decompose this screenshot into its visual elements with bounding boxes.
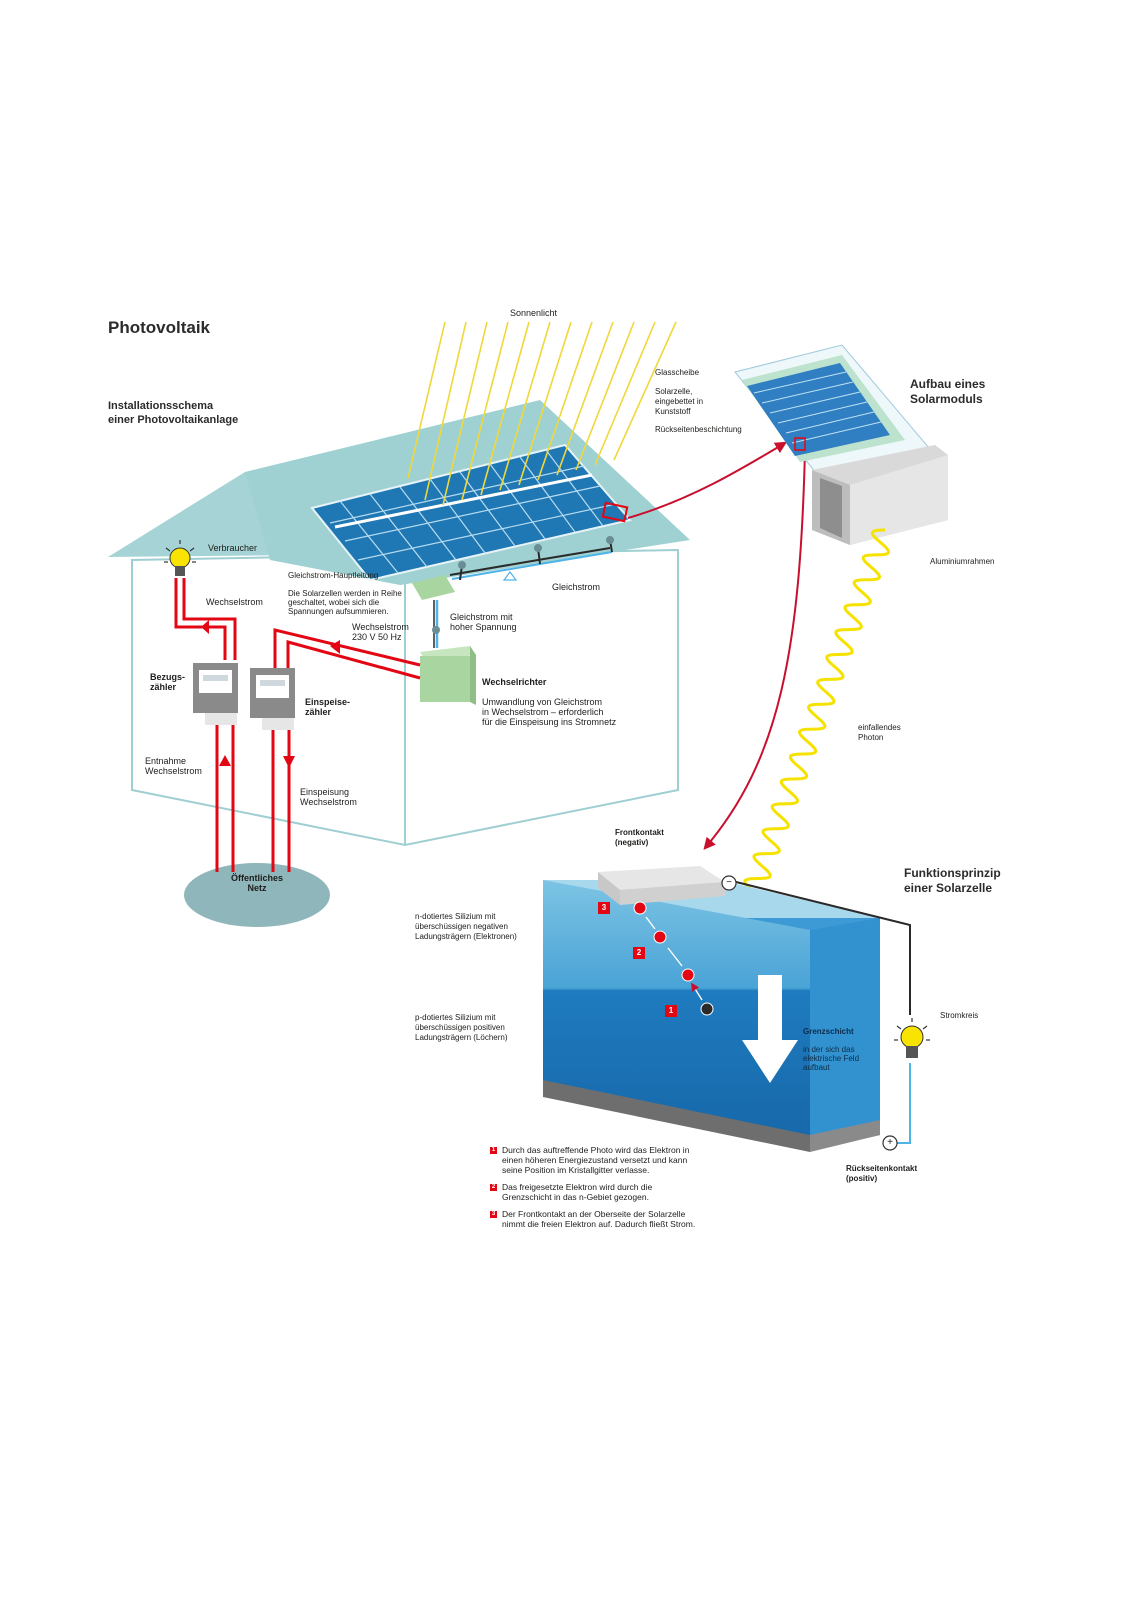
- legend-3-badge: 3: [490, 1211, 497, 1218]
- label-wechselstrom-230: Wechselstrom 230 V 50 Hz: [352, 622, 409, 642]
- label-bezugszaehler: Bezugs- zähler: [150, 672, 186, 692]
- ac-arrows: [201, 620, 340, 768]
- label-glasscheibe: Glasscheibe: [655, 368, 700, 377]
- wechselrichter-text: Umwandlung von Gleichstrom in Wechselstr…: [482, 697, 617, 727]
- meter-bezug: [193, 663, 238, 725]
- legend-2-badge: 2: [490, 1184, 497, 1191]
- label-frontkontakt: Frontkontakt (negativ): [615, 828, 664, 847]
- label-sonnenlicht: Sonnenlicht: [510, 308, 558, 318]
- gleichstrom-hauptleitung-text: Die Solarzellen werden in Reihe geschalt…: [288, 589, 402, 616]
- arrow-to-module: [627, 441, 788, 519]
- legend-1-text: Durch das auftreffende Photo wird das El…: [502, 1145, 690, 1175]
- install-heading: Installationsschema einer Photovoltaikan…: [108, 400, 239, 426]
- circuit-bulb-icon: [894, 1018, 930, 1058]
- label-gleichstrom-hoch: Gleichstrom mit hoher Spannung: [450, 612, 517, 632]
- ac-wiring: [174, 578, 421, 872]
- legend-3-text: Der Frontkontakt an der Oberseite der So…: [502, 1209, 696, 1229]
- plus-terminal-icon: [882, 1135, 898, 1151]
- label-p-silizium: p-dotiertes Silizium mit überschüssigen …: [415, 1013, 508, 1042]
- sunlight-rays: [407, 321, 677, 506]
- legend-2-text: Das freigesetzte Elektron wird durch die…: [502, 1182, 653, 1202]
- label-einspeisezaehler: Einspeise- zähler: [305, 697, 351, 717]
- cell-circuit: [721, 875, 911, 1151]
- label-rueckseitenkontakt: Rückseitenkontakt (positiv): [846, 1164, 918, 1183]
- module-highlight-box: [794, 437, 806, 451]
- minus-terminal-icon: [721, 875, 737, 891]
- label-verbraucher: Verbraucher: [208, 543, 258, 553]
- label-solarzelle: Solarzelle, eingebettet in Kunststoff: [655, 387, 704, 416]
- panel-highlight-box: [601, 501, 629, 523]
- label-netz: Öffentliches Netz: [230, 873, 283, 893]
- label-gleichstrom-hauptleitung: Gleichstrom-Hauptleitung Die Solarzellen…: [288, 562, 402, 625]
- step-3-badge: 3: [598, 902, 610, 914]
- arrow-to-cell: [703, 449, 806, 850]
- gleichstrom-hauptleitung-title: Gleichstrom-Hauptleitung: [288, 571, 379, 580]
- module-heading: Aufbau eines Solarmoduls: [910, 377, 986, 406]
- plus-sign: +: [887, 1137, 893, 1148]
- page-title: Photovoltaik: [108, 318, 211, 337]
- label-aluminiumrahmen: Aluminiumrahmen: [930, 557, 995, 566]
- label-einspeisung: Einspeisung Wechselstrom: [300, 787, 357, 807]
- inverter: [420, 646, 476, 705]
- label-wechselrichter: Wechselrichter Umwandlung von Gleichstro…: [482, 667, 616, 737]
- step-1-badge: 1: [665, 1005, 677, 1017]
- grenzschicht-title: Grenzschicht: [803, 1027, 854, 1036]
- meter-einspeise: [250, 668, 295, 730]
- wechselrichter-title: Wechselrichter: [482, 677, 547, 687]
- public-grid-ellipse: [184, 863, 330, 927]
- grenzschicht-text: in der sich das elektrische Feld aufbaut: [803, 1045, 860, 1072]
- label-entnahme: Entnahme Wechselstrom: [145, 756, 202, 776]
- label-grenzschicht: Grenzschicht in der sich das elektrische…: [803, 1018, 859, 1081]
- label-stromkreis: Stromkreis: [940, 1011, 979, 1020]
- cell-heading: Funktionsprinzip einer Solarzelle: [904, 866, 1001, 895]
- electron-path: [633, 901, 714, 1016]
- minus-sign: −: [726, 877, 732, 888]
- legend-1-badge: 1: [490, 1147, 497, 1154]
- label-wechselstrom: Wechselstrom: [206, 597, 263, 607]
- step-2-badge: 2: [633, 947, 645, 959]
- label-gleichstrom: Gleichstrom: [552, 582, 601, 592]
- label-n-silizium: n-dotiertes Silizium mit überschüssigen …: [415, 912, 517, 941]
- field-direction-arrow: [742, 975, 798, 1083]
- dc-junction-box: [412, 575, 455, 600]
- label-rueckseitenbeschichtung: Rückseitenbeschichtung: [655, 425, 742, 434]
- label-photon: einfallendes Photon: [858, 723, 901, 742]
- solar-module-section: [734, 344, 948, 545]
- roof-solar-array: [310, 443, 632, 582]
- dc-cabling: [412, 536, 614, 648]
- consumer-bulb-icon: [164, 540, 196, 576]
